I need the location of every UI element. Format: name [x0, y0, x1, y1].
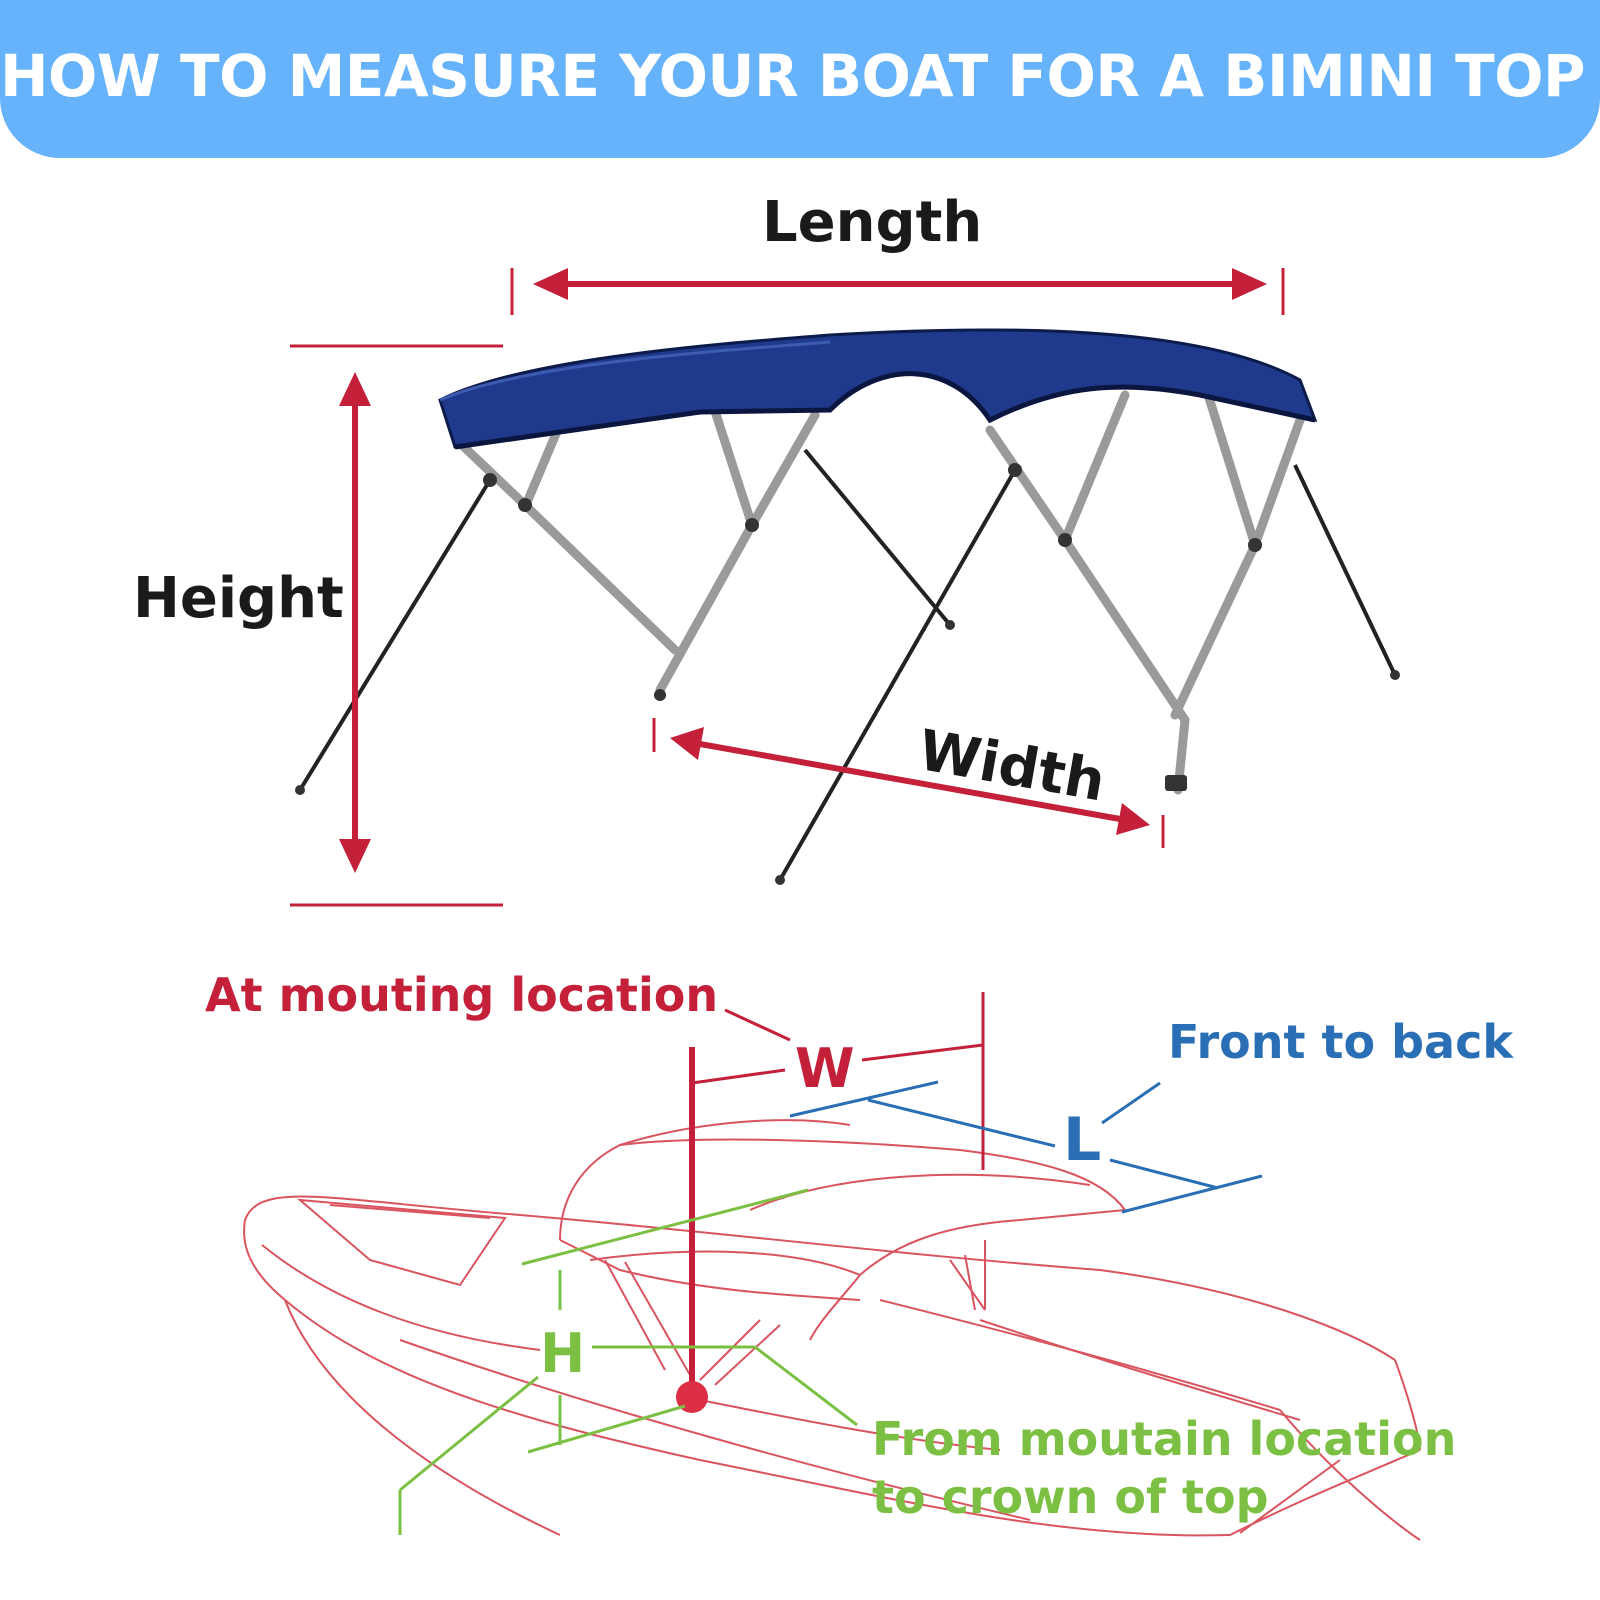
width-callout: At mouting location: [205, 968, 719, 1022]
page-title: HOW TO MEASURE YOUR BOAT FOR A BIMINI TO…: [0, 42, 1600, 110]
w-letter: W: [795, 1037, 855, 1100]
height-callout-line1: From moutain location: [872, 1412, 1457, 1466]
header-banner: HOW TO MEASURE YOUR BOAT FOR A BIMINI TO…: [0, 0, 1600, 158]
height-callout-line2: to crown of top: [872, 1470, 1269, 1524]
length-arrow: [533, 268, 1267, 300]
width-arrow: [670, 727, 1150, 835]
length-label: Length: [762, 190, 983, 255]
length-callout: Front to back: [1168, 1015, 1513, 1069]
boat-outline: [243, 1119, 1421, 1541]
height-guide: [398, 1188, 858, 1535]
l-letter: L: [1063, 1105, 1102, 1175]
height-arrow: [339, 372, 371, 873]
h-letter: H: [540, 1322, 586, 1385]
canopy-edge: [454, 371, 1316, 450]
height-label: Height: [133, 566, 344, 631]
straps: [298, 448, 1397, 881]
fittings: [295, 463, 1400, 885]
length-guide: [789, 1080, 1263, 1214]
